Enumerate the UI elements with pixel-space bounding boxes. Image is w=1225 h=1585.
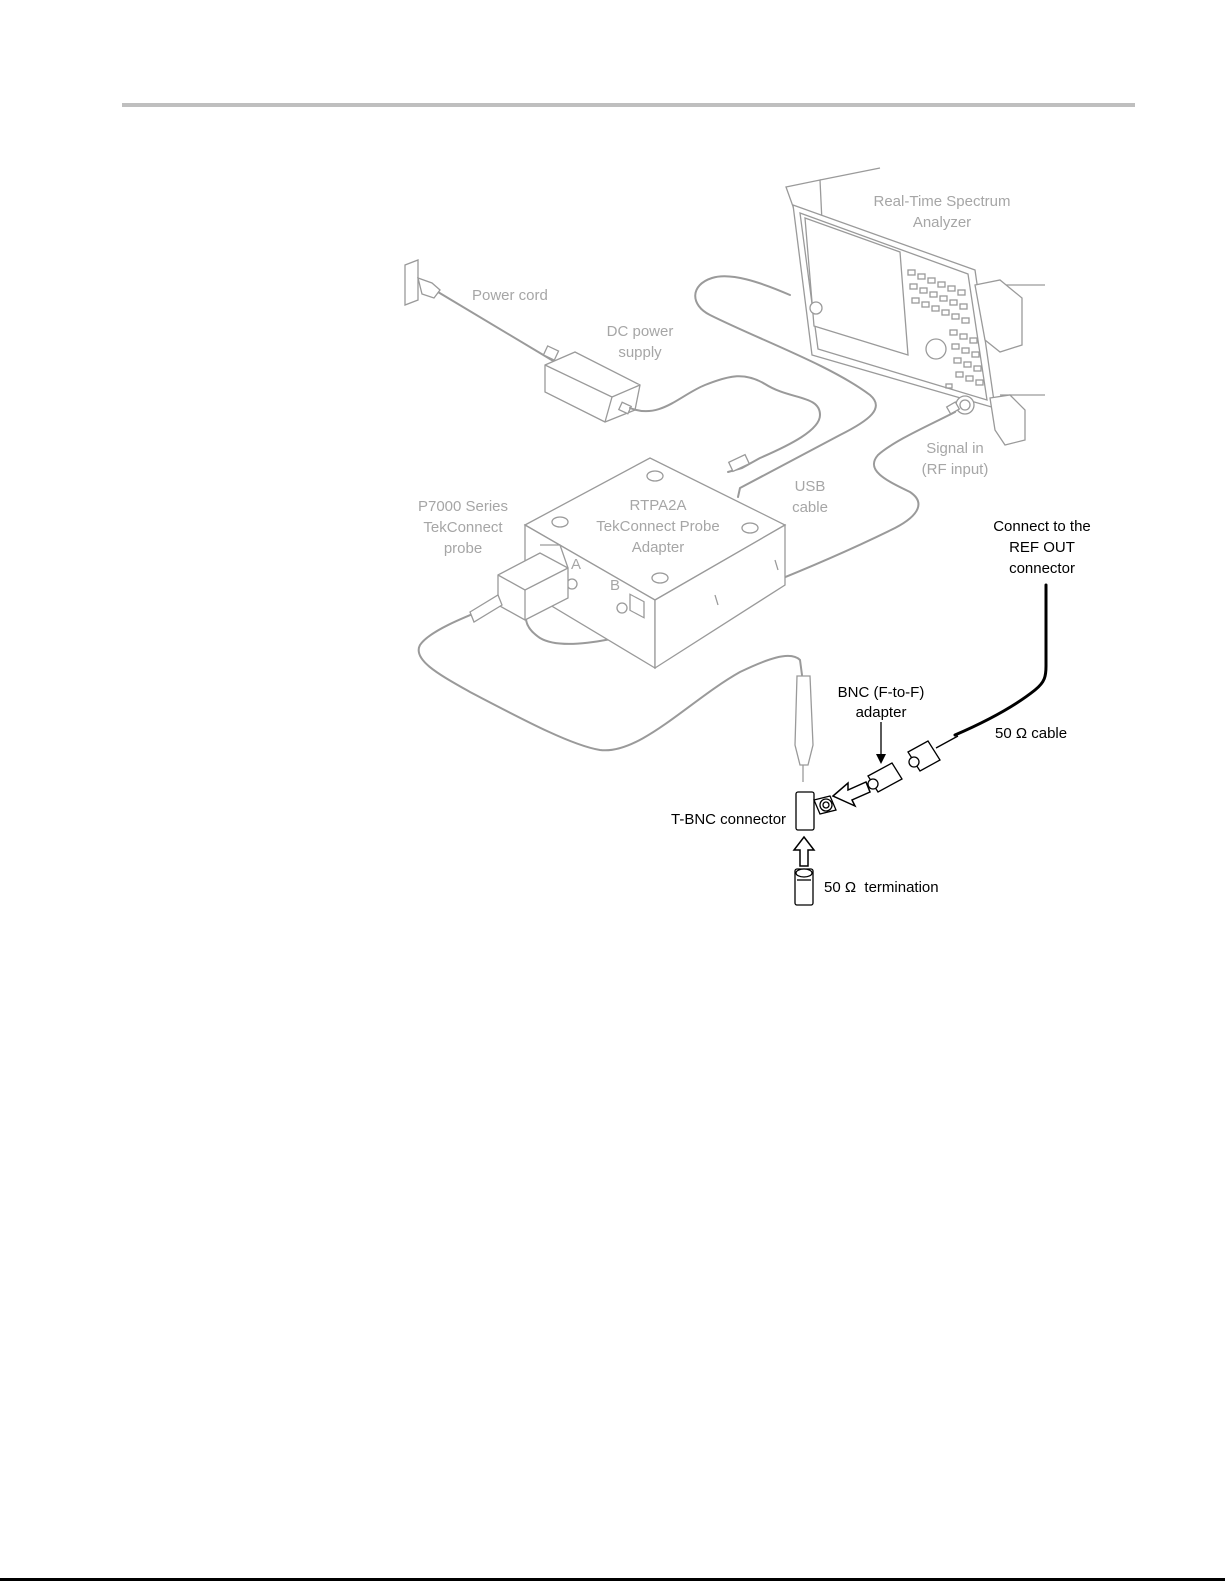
bnc-adapter-label-line-1: BNC (F-to-F) <box>838 684 925 701</box>
usb-cable-label: USB cable <box>792 478 828 516</box>
bnc-adapter-label-line-2: adapter <box>856 704 907 721</box>
insert-arrow-up-icon <box>794 837 814 866</box>
probe-label-line-1: P7000 Series <box>418 498 508 515</box>
analyzer-label: Real-Time Spectrum Analyzer <box>874 193 1011 231</box>
dc-power-supply-label: DC power supply <box>607 323 674 361</box>
dc-power-supply-label-line-2: supply <box>618 344 662 361</box>
t-bnc-connector-icon <box>796 792 836 830</box>
signal-in-label-line-1: Signal in <box>926 440 984 457</box>
power-cord-label: Power cord <box>472 287 548 304</box>
fifty-ohm-cable-label: 50 Ω cable <box>995 725 1067 742</box>
usb-cable-label-line-1: USB <box>795 478 826 495</box>
channel-a-label: A <box>571 556 581 573</box>
probe-adapter-label-line-3: Adapter <box>632 539 685 556</box>
rf-input-connector-icon <box>947 396 974 414</box>
probe-adapter-label-line-1: RTPA2A <box>630 497 687 514</box>
bnc-adapter-pointer <box>876 722 886 764</box>
bnc-adapter-icon <box>868 763 902 792</box>
ref-out-label-line-2: REF OUT <box>1009 539 1075 556</box>
signal-in-label-line-2: (RF input) <box>922 461 989 478</box>
analyzer-label-line-2: Analyzer <box>913 214 971 231</box>
dc-power-supply-label-line-1: DC power <box>607 323 674 340</box>
probe-adapter-box <box>525 458 785 668</box>
ref-out-label: Connect to the REF OUT connector <box>993 518 1091 577</box>
dc-cable <box>630 376 820 472</box>
footer-rule <box>0 1578 1225 1581</box>
probe-label-line-3: probe <box>444 540 482 557</box>
probe-label-line-2: TekConnect <box>423 519 503 536</box>
termination-label: 50 Ω termination <box>824 879 939 896</box>
probe-adapter-label-line-2: TekConnect Probe <box>596 518 719 535</box>
fifty-ohm-cable <box>908 585 1046 771</box>
analyzer-label-line-1: Real-Time Spectrum <box>874 193 1011 210</box>
ref-out-label-line-1: Connect to the <box>993 518 1091 535</box>
probe-label: P7000 Series TekConnect probe <box>418 498 508 557</box>
probe-tip-icon <box>795 676 813 782</box>
signal-in-label: Signal in (RF input) <box>922 440 989 478</box>
t-bnc-connector-label: T-BNC connector <box>671 811 786 828</box>
channel-b-label: B <box>610 577 620 594</box>
fifty-ohm-termination-icon <box>795 869 813 905</box>
wall-outlet-icon <box>405 260 440 305</box>
bnc-adapter-label: BNC (F-to-F) adapter <box>838 684 925 721</box>
ref-out-label-line-3: connector <box>1009 560 1075 577</box>
ferrite-bead-icon <box>729 455 750 472</box>
insert-arrow-left-icon <box>833 782 870 806</box>
usb-cable-label-line-2: cable <box>792 499 828 516</box>
